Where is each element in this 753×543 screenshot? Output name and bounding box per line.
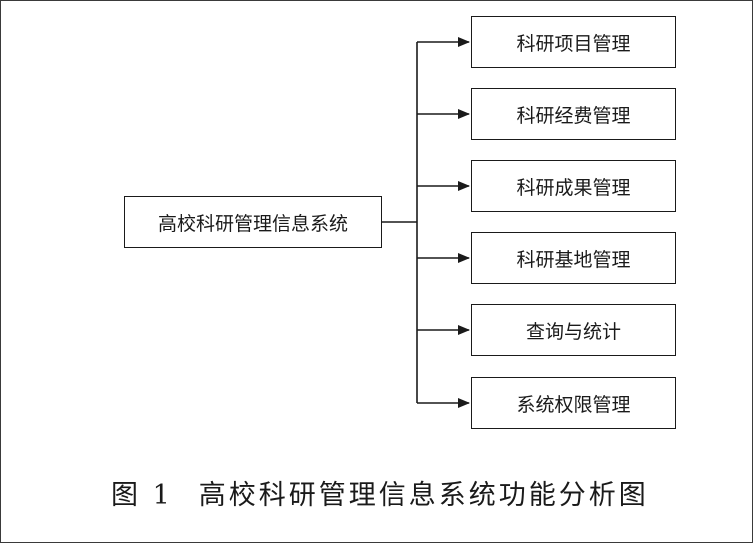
figure-title: 高校科研管理信息系统功能分析图 (198, 480, 649, 511)
child-node-label: 科研成果管理 (516, 176, 631, 199)
child-node-label: 系统权限管理 (516, 393, 631, 416)
child-node-funding-management: 科研经费管理 (471, 88, 676, 140)
root-node-label: 高校科研管理信息系统 (157, 212, 348, 235)
child-node-label: 科研项目管理 (516, 32, 631, 55)
child-node-permission-management: 系统权限管理 (471, 377, 676, 429)
child-node-query-statistics: 查询与统计 (471, 304, 676, 356)
child-node-label: 科研基地管理 (516, 248, 631, 271)
figure-number: 图 1 (111, 480, 173, 511)
child-node-achievement-management: 科研成果管理 (471, 160, 676, 212)
child-node-base-management: 科研基地管理 (471, 232, 676, 284)
figure-caption: 图 1 高校科研管理信息系统功能分析图 (111, 473, 649, 512)
root-node-box: 高校科研管理信息系统 (124, 196, 382, 248)
child-node-label: 科研经费管理 (516, 104, 631, 127)
child-node-label: 查询与统计 (525, 320, 621, 343)
child-node-project-management: 科研项目管理 (471, 16, 676, 68)
